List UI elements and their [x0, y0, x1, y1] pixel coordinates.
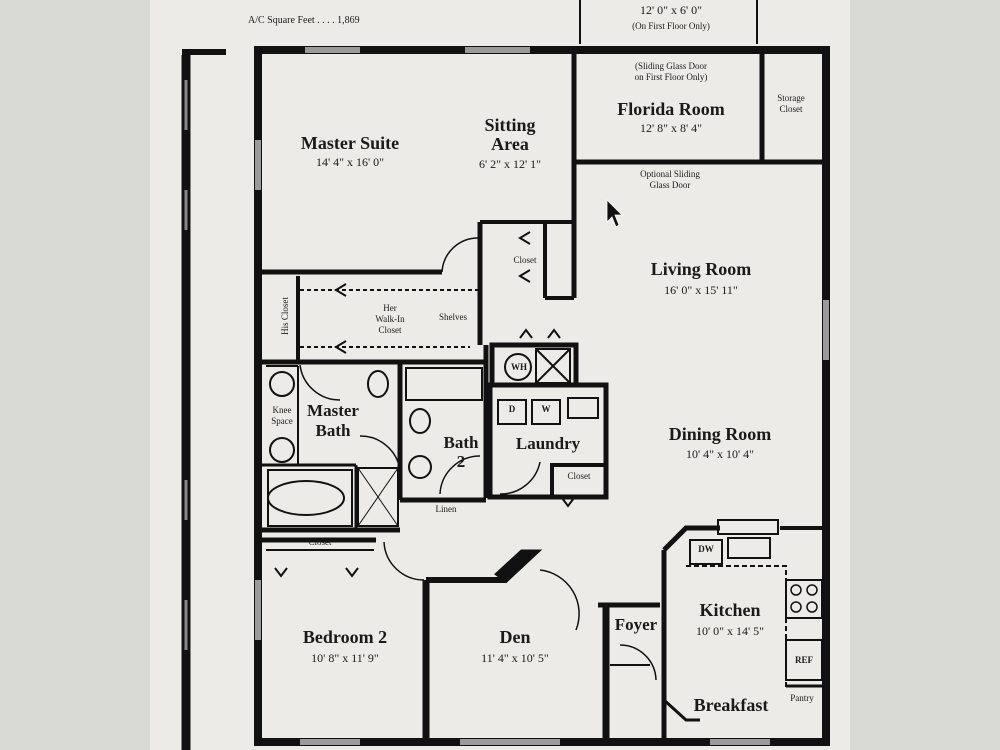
- living-room-label: Living Room: [650, 259, 752, 279]
- bedroom2-dim: 10' 8" x 11' 9": [311, 651, 379, 665]
- florida-room-label: Florida Room: [617, 99, 725, 119]
- kitchen-label: Kitchen: [699, 600, 761, 620]
- sitting-area-label-1: Sitting: [484, 115, 536, 135]
- her-closet-1: Her: [383, 303, 397, 313]
- closet-top-label: Closet: [513, 255, 537, 265]
- sitting-area-dim: 6' 2" x 12' 1": [478, 157, 542, 171]
- den-dim: 11' 4" x 10' 5": [481, 651, 549, 665]
- den-label: Den: [499, 627, 531, 647]
- optional-door-2: Glass Door: [649, 180, 691, 190]
- paper-background: [150, 0, 850, 750]
- master-suite-label: Master Suite: [300, 133, 400, 153]
- foyer-label: Foyer: [614, 615, 658, 634]
- kitchen-dim: 10' 0" x 14' 5": [695, 624, 765, 638]
- porch-note: (On First Floor Only): [632, 21, 710, 31]
- her-closet-3: Closet: [378, 325, 402, 335]
- water-heater-label: WH: [510, 362, 527, 372]
- pantry-label: Pantry: [790, 693, 814, 703]
- dining-room-label: Dining Room: [668, 424, 772, 444]
- laundry-closet-label: Closet: [567, 471, 591, 481]
- bedroom2-label: Bedroom 2: [302, 627, 388, 647]
- storage-closet-1: Storage: [777, 93, 805, 103]
- bedroom2-closet-label: Closet: [308, 537, 332, 547]
- optional-door-1: Optional Sliding: [640, 169, 700, 179]
- refrigerator-label: REF: [795, 655, 813, 665]
- florida-note-2: on First Floor Only): [634, 72, 708, 82]
- his-closet-label: His Closet: [280, 297, 290, 335]
- bath2-label-2: 2: [456, 452, 466, 471]
- master-suite-dim: 14' 4" x 16' 0": [315, 155, 385, 169]
- laundry-label: Laundry: [515, 434, 581, 453]
- florida-room-dim: 12' 8" x 8' 4": [639, 121, 703, 135]
- master-bath-label-2: Bath: [315, 421, 351, 440]
- sitting-area-label-2: Area: [491, 134, 529, 154]
- cursor-icon: [606, 199, 623, 228]
- dishwasher-label: DW: [698, 544, 714, 554]
- knee-space-2: Space: [271, 416, 293, 426]
- porch-dimension: 12' 0" x 6' 0": [639, 3, 703, 17]
- ac-square-feet: A/C Square Feet . . . . 1,869: [248, 15, 360, 26]
- florida-note-1: (Sliding Glass Door: [635, 61, 707, 71]
- bath2-label-1: Bath: [443, 433, 479, 452]
- linen-label: Linen: [435, 504, 457, 514]
- breakfast-label: Breakfast: [693, 695, 769, 715]
- knee-space-1: Knee: [272, 405, 292, 415]
- dining-room-dim: 10' 4" x 10' 4": [685, 447, 755, 461]
- dryer-label: D: [508, 404, 516, 414]
- washer-label: W: [541, 404, 551, 414]
- shelves-label: Shelves: [439, 312, 467, 322]
- storage-closet-2: Closet: [779, 104, 803, 114]
- master-bath-label-1: Master: [307, 401, 359, 420]
- living-room-dim: 16' 0" x 15' 11": [664, 283, 738, 297]
- her-closet-2: Walk-In: [375, 314, 405, 324]
